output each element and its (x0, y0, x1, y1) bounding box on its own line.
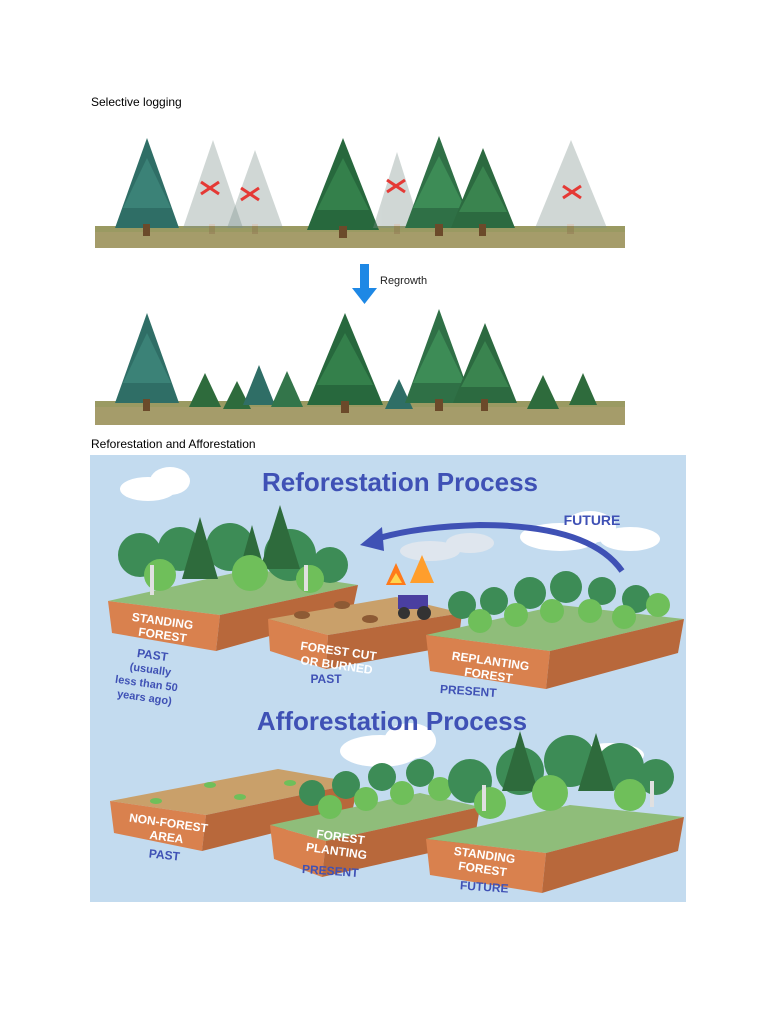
sapling (527, 375, 559, 409)
tractor-icon (398, 595, 431, 620)
time-note: (usually (129, 661, 173, 679)
caption-reforestation: Reforestation and Afforestation (91, 437, 256, 451)
block-forest-cut (268, 555, 462, 669)
block-standing-forest-past (108, 505, 358, 651)
future-label: FUTURE (564, 512, 621, 528)
time-label: PRESENT (302, 862, 360, 880)
cross-mark (240, 186, 260, 202)
regrowth-image (95, 309, 625, 425)
block-forest-planting (270, 759, 480, 877)
sapling (243, 365, 275, 405)
cloud (340, 723, 436, 767)
caption-selective-logging: Selective logging (91, 95, 182, 109)
stage-label: FOREST (457, 859, 508, 880)
tree-cut (535, 140, 607, 234)
tree-cut (183, 140, 243, 234)
time-label: PAST (148, 846, 181, 863)
stage-label: FOREST (315, 827, 366, 848)
reforestation-afforestation-infographic: Reforestation Process FUTURE STANDING FO… (90, 455, 686, 902)
stage-label: FOREST (137, 625, 188, 646)
fire-icon (386, 555, 434, 585)
cross-mark (562, 184, 582, 200)
tree (307, 313, 383, 413)
cross-mark (386, 178, 406, 194)
sapling (271, 371, 303, 407)
stage-label: AREA (149, 828, 185, 847)
time-label: PAST (136, 646, 169, 664)
smoke (400, 533, 494, 561)
time-label: PAST (310, 672, 342, 686)
tree (405, 309, 473, 411)
stage-label: FOREST (463, 665, 514, 686)
arrow-down-icon (360, 264, 369, 290)
tree (115, 138, 179, 236)
afforestation-title: Afforestation Process (257, 706, 527, 736)
sapling (189, 373, 221, 407)
tree (453, 323, 517, 411)
tree-cut (373, 152, 421, 234)
tree (405, 136, 473, 236)
cloud (120, 467, 190, 501)
time-label: PRESENT (440, 682, 498, 700)
regrowth-label: Regrowth (380, 275, 427, 287)
sapling (569, 373, 597, 405)
block-replanting-forest (426, 571, 684, 689)
tree (451, 148, 515, 236)
tree (307, 138, 379, 238)
time-label: FUTURE (460, 878, 510, 895)
regrowth-arrow: Regrowth (352, 264, 427, 304)
sapling (223, 381, 251, 409)
selective-logging-image (95, 136, 625, 248)
tree (115, 313, 179, 411)
block-standing-forest-future (426, 731, 684, 893)
arrow-curve-icon (369, 521, 625, 573)
cross-mark (200, 180, 220, 196)
reforestation-title: Reforestation Process (262, 467, 538, 497)
